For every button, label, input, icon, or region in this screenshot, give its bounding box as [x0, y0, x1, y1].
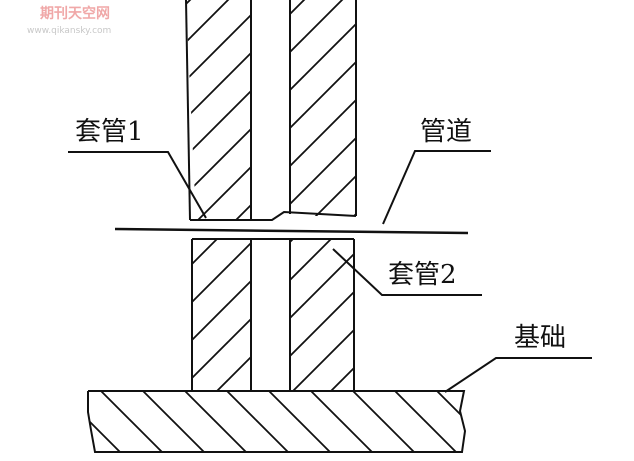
leader-foundation: [444, 357, 592, 393]
leader-pipe: [382, 150, 491, 225]
sleeve-1-upper: [185, 0, 357, 221]
pipe-line: [114, 227, 469, 235]
watermark-title: 期刊天空网: [40, 5, 110, 22]
watermark-url: www.qikansky.com: [27, 26, 111, 36]
leader-sleeve-1: [68, 151, 207, 219]
sleeve-2-lower: [191, 238, 355, 392]
label-foundation: 基础: [514, 323, 566, 353]
label-sleeve-1: 套管1: [75, 117, 144, 147]
label-pipe: 管道: [420, 117, 472, 147]
leader-sleeve-2: [332, 248, 482, 296]
label-sleeve-2: 套管2: [388, 260, 457, 290]
foundation-slab: [87, 390, 467, 453]
